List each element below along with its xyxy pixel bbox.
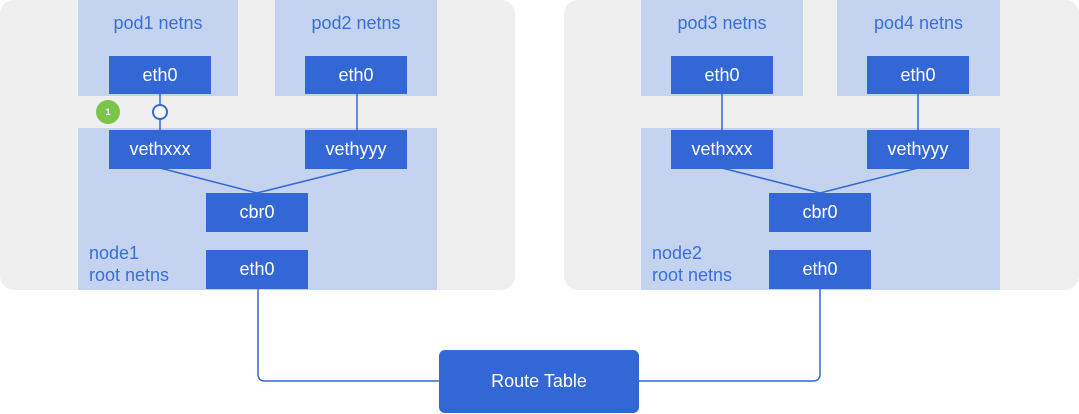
node1-cbr0[interactable]: cbr0 (206, 193, 308, 232)
pod1-eth0[interactable]: eth0 (109, 56, 211, 94)
pod4-eth0[interactable]: eth0 (867, 56, 969, 94)
node1-root-label: node1 root netns (89, 242, 169, 286)
node1-eth0[interactable]: eth0 (206, 250, 308, 289)
step-badge: 1 (96, 100, 120, 124)
vethxxx-bridge-link-node2 (721, 167, 821, 194)
pod1-label: pod1 netns (113, 13, 203, 33)
vethyyy-bridge-link-node1 (256, 167, 358, 194)
node1-root-netns-label: root netns (89, 265, 170, 285)
pod3-label: pod3 netns (677, 13, 767, 33)
pod2-eth0[interactable]: eth0 (305, 56, 407, 94)
node1-name: node1 (89, 243, 140, 263)
pod3-eth0[interactable]: eth0 (671, 56, 773, 94)
pod4-label: pod4 netns (873, 13, 964, 33)
node2-vethyyy[interactable]: vethyyy (867, 130, 969, 169)
node2-name: node2 (652, 243, 703, 263)
node1-route-link (257, 289, 439, 382)
node2-cbr0[interactable]: cbr0 (769, 193, 871, 232)
node2-root-label: node2 root netns (652, 242, 732, 286)
node2-eth0[interactable]: eth0 (769, 250, 871, 289)
node1-vethyyy[interactable]: vethyyy (305, 130, 407, 169)
node2-root-netns-label: root netns (652, 265, 733, 285)
vethxxx-bridge-link-node1 (159, 167, 258, 194)
route-table[interactable]: Route Table (439, 350, 639, 413)
node1-vethxxx[interactable]: vethxxx (109, 130, 211, 169)
vethyyy-bridge-link-node2 (819, 167, 919, 194)
pod2-label: pod2 netns (311, 13, 401, 33)
node2-route-link (639, 289, 821, 382)
node2-vethxxx[interactable]: vethxxx (671, 130, 773, 169)
packet-point-icon (152, 104, 168, 120)
